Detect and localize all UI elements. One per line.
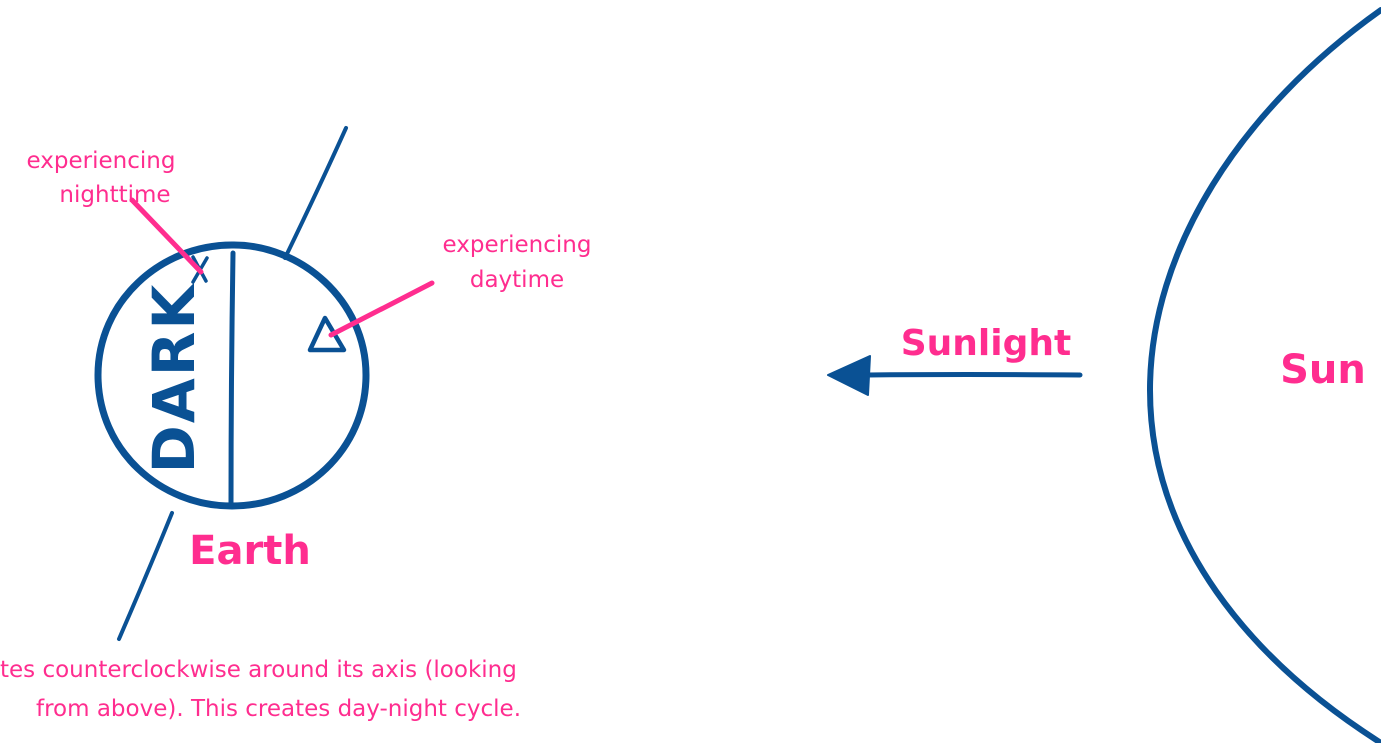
sun-label: Sun [1280,347,1366,393]
earth-axis-upper [285,128,346,258]
sunlight-label: Sunlight [901,323,1071,364]
caption-line2: from above). This creates day-night cycl… [36,696,521,722]
dark-label: DARK [140,283,208,474]
nighttime-label-line2: nighttime [59,182,170,208]
caption-line1: tes counterclockwise around its axis (lo… [0,657,517,683]
sunlight-arrow-shaft [868,375,1080,376]
daytime-label-line1: experiencing [443,232,592,258]
sunlight-arrowhead-icon [828,356,870,395]
earth-label: Earth [189,528,311,574]
terminator-line [231,253,233,505]
day-marker-triangle-icon [310,318,344,350]
earth-axis-lower [119,513,172,639]
nighttime-label-line1: experiencing [27,148,176,174]
daytime-label-line2: daytime [470,267,564,293]
